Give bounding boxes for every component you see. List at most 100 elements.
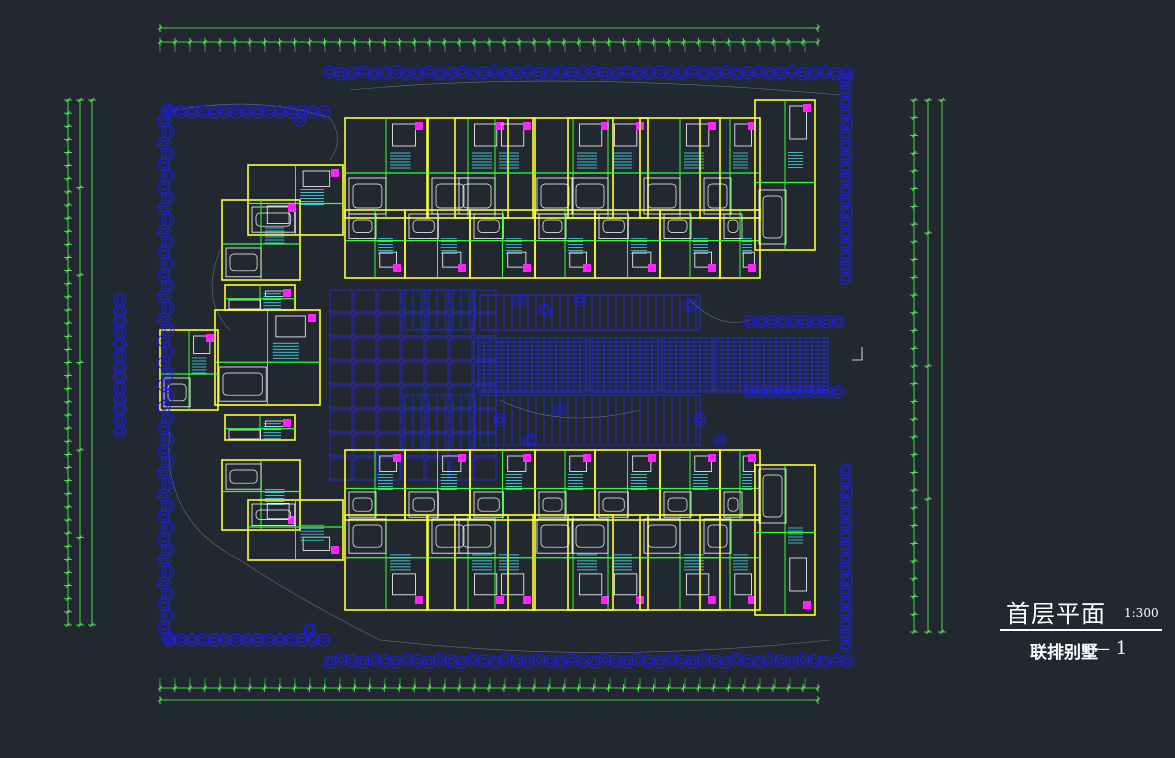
landscape-trees bbox=[113, 65, 854, 669]
dimension-chain bbox=[157, 38, 821, 46]
tree-trunk bbox=[116, 362, 124, 370]
tree-symbol bbox=[532, 653, 546, 667]
tree-crown bbox=[809, 385, 823, 399]
townhouse-unit bbox=[344, 117, 428, 219]
tree-trunk bbox=[359, 658, 367, 666]
tree-symbol bbox=[433, 653, 447, 667]
tree-symbol bbox=[157, 554, 171, 568]
dining-table bbox=[569, 455, 587, 472]
tree-crown bbox=[161, 213, 175, 227]
tree-trunk bbox=[164, 150, 172, 158]
tree-trunk bbox=[645, 657, 653, 665]
tree-crown bbox=[295, 633, 309, 647]
tree-trunk bbox=[766, 70, 774, 78]
tree-symbol bbox=[303, 623, 317, 637]
bath-fixture bbox=[331, 546, 339, 554]
tree-trunk bbox=[788, 658, 796, 666]
tree-symbol bbox=[839, 551, 853, 565]
tree-symbol bbox=[697, 67, 711, 81]
garage bbox=[431, 518, 469, 554]
dimension-slash bbox=[711, 685, 716, 691]
tree-symbol bbox=[839, 628, 853, 642]
tree-trunk bbox=[777, 69, 785, 77]
tree-crown bbox=[161, 433, 175, 447]
paving-tile bbox=[377, 361, 401, 385]
car-symbol bbox=[540, 524, 570, 548]
tree-symbol bbox=[356, 655, 370, 669]
tree-symbol bbox=[356, 65, 370, 79]
plaza-panel bbox=[715, 337, 829, 393]
tree-crown bbox=[218, 105, 232, 119]
tree-symbol bbox=[752, 655, 766, 669]
townhouse-unit bbox=[639, 514, 721, 611]
tree-trunk bbox=[116, 373, 124, 381]
stair-symbol bbox=[300, 524, 324, 541]
tree-trunk bbox=[757, 388, 765, 396]
tree-crown bbox=[510, 66, 524, 80]
tree-trunk bbox=[842, 142, 850, 150]
tree-trunk bbox=[579, 657, 587, 665]
garage bbox=[571, 518, 609, 554]
dining-table bbox=[507, 251, 527, 268]
garage bbox=[163, 377, 191, 408]
car-symbol bbox=[762, 474, 783, 518]
tree-trunk bbox=[447, 69, 455, 77]
car-symbol bbox=[229, 253, 258, 272]
tree-crown bbox=[653, 65, 667, 79]
dimension-slash bbox=[770, 685, 776, 691]
tree-symbol bbox=[444, 66, 458, 80]
tree-crown bbox=[820, 385, 834, 399]
townhouse-unit bbox=[567, 117, 649, 219]
dimension-slash bbox=[785, 685, 791, 691]
stair-symbol bbox=[499, 554, 519, 571]
dimension-slash bbox=[925, 97, 931, 103]
dimension-slash bbox=[911, 629, 917, 635]
dimension-slash bbox=[725, 685, 731, 691]
tree-symbol bbox=[565, 653, 579, 667]
tree-symbol bbox=[113, 293, 127, 307]
tree-trunk bbox=[832, 70, 840, 78]
tree-symbol bbox=[796, 653, 810, 667]
tree-trunk bbox=[276, 636, 284, 644]
tree-trunk bbox=[842, 532, 850, 540]
tree-symbol bbox=[763, 67, 777, 81]
tree-symbol bbox=[675, 654, 689, 668]
tree-crown bbox=[829, 653, 843, 667]
stair-symbol bbox=[612, 152, 632, 169]
paving-tile bbox=[329, 385, 353, 409]
dining-table bbox=[686, 573, 710, 596]
dimension-slash bbox=[337, 685, 342, 691]
tree-trunk bbox=[177, 636, 185, 644]
tree-trunk bbox=[823, 388, 831, 396]
tree-symbol bbox=[576, 654, 590, 668]
tree-crown bbox=[229, 633, 243, 647]
paving-tile bbox=[329, 457, 353, 481]
garage bbox=[251, 503, 296, 527]
tree-symbol bbox=[664, 653, 678, 667]
townhouse-unit bbox=[344, 209, 406, 279]
dimension-slash bbox=[651, 39, 656, 45]
tree-symbol bbox=[839, 238, 853, 252]
tree-trunk bbox=[160, 381, 168, 389]
tree-symbol bbox=[587, 65, 601, 79]
tree-symbol bbox=[543, 66, 557, 80]
paving-tile bbox=[473, 337, 497, 361]
tree-trunk bbox=[832, 656, 840, 664]
tree-crown bbox=[433, 653, 447, 667]
tree-trunk bbox=[842, 208, 850, 216]
tree-crown bbox=[477, 654, 491, 668]
dimension-slash bbox=[396, 685, 402, 691]
tree-trunk bbox=[160, 271, 168, 279]
stair-symbol bbox=[390, 554, 411, 571]
tree-trunk bbox=[160, 623, 168, 631]
tree-symbol bbox=[839, 463, 853, 477]
bath-fixture bbox=[748, 122, 756, 130]
dimension-chain bbox=[76, 97, 84, 628]
tree-crown bbox=[675, 66, 689, 80]
tree-trunk bbox=[164, 238, 172, 246]
tree-crown bbox=[787, 315, 801, 329]
tree-trunk bbox=[842, 466, 850, 474]
tree-symbol bbox=[510, 654, 524, 668]
tree-crown bbox=[829, 67, 843, 81]
tree-crown bbox=[839, 573, 853, 587]
